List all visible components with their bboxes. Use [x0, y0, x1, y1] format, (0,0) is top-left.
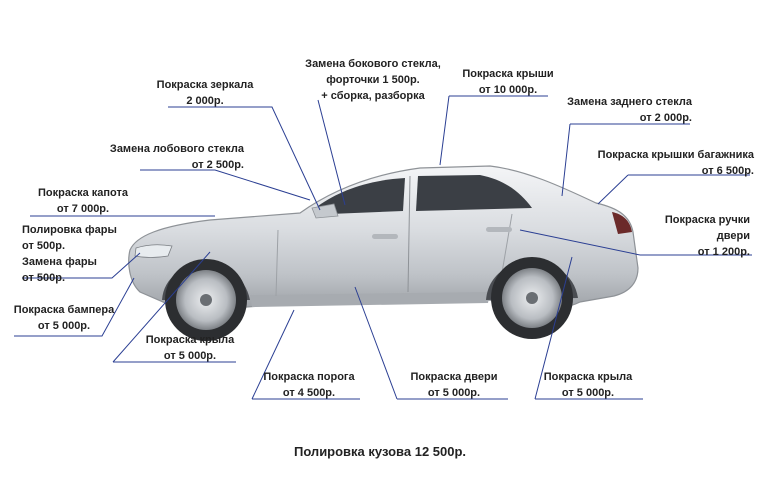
- label-door-handle: Покраска ручки двери от 1 200р.: [664, 214, 750, 258]
- body-polish-price: Полировка кузова 12 500р.: [293, 444, 467, 459]
- label-side-glass: Замена бокового стекла, форточки 1 500р.…: [305, 58, 441, 102]
- label-rear-glass: Замена заднего стекла от 2 000р.: [567, 96, 692, 124]
- leader-line-trunk: [597, 174, 750, 205]
- label-trunk-lid: Покраска крышки багажника от 6 500р.: [597, 149, 754, 177]
- label-sill-paint: Покраска порога от 4 500р.: [263, 371, 355, 399]
- car-rear-window: [416, 175, 532, 211]
- label-roof-paint: Покраска крыши от 10 000р.: [462, 68, 554, 96]
- leader-line-front-fender: [112, 251, 236, 363]
- car-illustration: [128, 165, 639, 341]
- leader-line-roof: [439, 95, 548, 166]
- car-sill: [250, 292, 490, 307]
- label-headlight: Полировка фары от 500р. Замена фары от 5…: [22, 224, 117, 284]
- car-front-window: [318, 178, 405, 214]
- leader-lines: [14, 95, 752, 400]
- leader-line-mirror: [168, 106, 321, 211]
- label-rear-fender: Покраска крыла от 5 000р.: [543, 371, 633, 399]
- leader-line-side-glass: [317, 99, 346, 206]
- car-headlight: [134, 244, 173, 258]
- label-door-paint: Покраска двери от 5 000р.: [410, 371, 498, 399]
- leader-line-rear-glass: [561, 123, 690, 197]
- leader-line-windshield: [140, 169, 311, 201]
- leader-line-door-handle: [519, 229, 752, 256]
- leader-line-door: [354, 286, 508, 400]
- label-front-fender: Покраска крыла от 5 000р.: [145, 334, 235, 362]
- rear-wheel: [491, 257, 573, 339]
- label-windshield: Замена лобового стекла от 2 500р.: [109, 143, 244, 171]
- leader-line-bumper: [14, 277, 135, 337]
- leader-line-rear-fender: [534, 256, 643, 400]
- label-hood-paint: Покраска капота от 7 000р.: [38, 187, 128, 215]
- leader-line-sill: [251, 309, 360, 400]
- label-bumper-paint: Покраска бампера от 5 000р.: [13, 304, 115, 332]
- leader-line-headlight: [22, 252, 141, 279]
- front-wheel: [165, 259, 247, 341]
- label-mirror-paint: Покраска зеркала 2 000р.: [156, 79, 254, 107]
